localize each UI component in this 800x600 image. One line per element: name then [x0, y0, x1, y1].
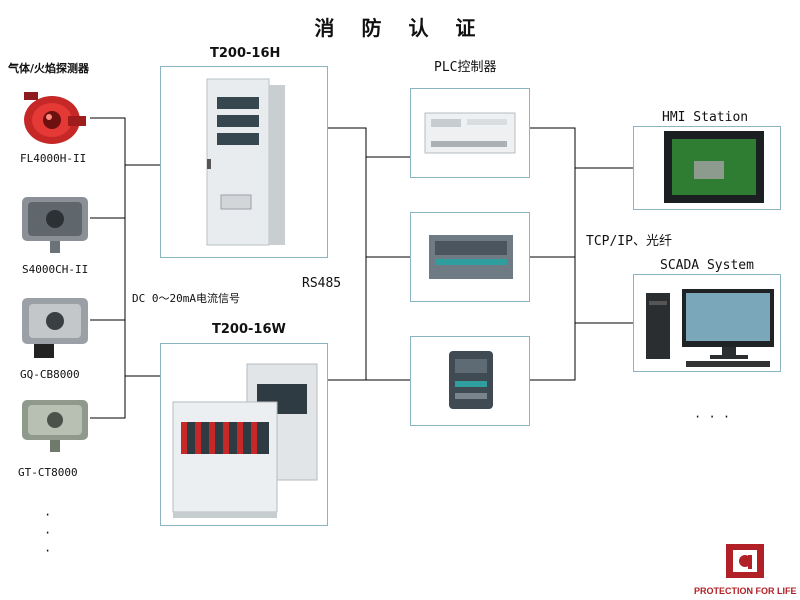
t200-16h-cabinet-image [206, 78, 285, 246]
scada-workstation-icon [646, 289, 774, 367]
detectors-header: 气体/火焰探测器 [8, 62, 90, 75]
plc-box-1 [410, 88, 530, 178]
network-label: TCP/IP、光纤 [586, 234, 672, 249]
detector-bus-line [90, 117, 126, 419]
detector-label-1: FL4000H-II [20, 152, 87, 165]
s4000ch-detector-image [20, 195, 90, 255]
plc-label: PLC控制器 [434, 60, 497, 75]
gas-detector-icon [22, 298, 88, 358]
t200-16h-label: T200-16H [210, 46, 281, 61]
detectors-more: · · · [44, 508, 52, 558]
t200-16w-label: T200-16W [212, 322, 286, 337]
rs485-label: RS485 [302, 276, 342, 291]
fl4000h-detector-image [18, 90, 88, 148]
plc-device-icon [429, 235, 513, 279]
scada-system-box [633, 274, 781, 372]
detector-label-4: GT-CT8000 [18, 466, 78, 479]
detector-label-3: GQ-CB8000 [20, 368, 80, 381]
page-title: 消 防 认 证 [314, 16, 486, 40]
gas-detector-icon [22, 400, 88, 452]
brand-logo-icon [726, 544, 764, 578]
more-systems: · · · [694, 410, 731, 424]
hmi-monitor-icon [664, 131, 764, 203]
plc-box-3 [410, 336, 530, 426]
controller-bus-line [328, 127, 367, 381]
t200-16h-box [160, 66, 328, 258]
plc-box-2 [410, 212, 530, 302]
brand-logo [724, 542, 768, 580]
brand-tagline: PROTECTION FOR LIFE [694, 586, 797, 596]
scada-label: SCADA System [660, 258, 754, 273]
hmi-station-box [633, 126, 781, 210]
network-bus-line [530, 127, 576, 381]
t200-16w-cabinet-image [172, 363, 318, 518]
gq-cb8000-detector-image [20, 296, 90, 360]
signal-label: DC 0～20mA电流信号 [132, 292, 240, 305]
t200-16w-box [160, 343, 328, 526]
rs485-converter-icon [449, 351, 493, 409]
gt-ct8000-detector-image [20, 398, 90, 454]
flame-detector-icon [24, 92, 86, 144]
gas-detector-icon [22, 197, 88, 253]
detector-label-2: S4000CH-II [22, 263, 89, 276]
plc-device-icon [424, 112, 516, 154]
hmi-label: HMI Station [662, 110, 749, 125]
